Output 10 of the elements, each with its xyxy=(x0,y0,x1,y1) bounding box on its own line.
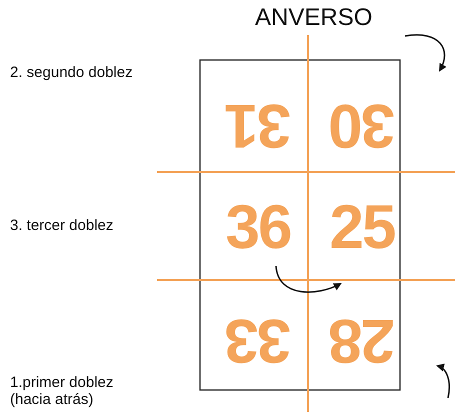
page-number: 31 xyxy=(226,94,290,156)
fold-label: 1.primer doblez (hacia atrás) xyxy=(10,374,114,408)
page-number: 36 xyxy=(226,197,290,259)
fold-label: 2. segundo doblez xyxy=(10,64,133,81)
page-number: 30 xyxy=(330,94,394,156)
fold-label: 3. tercer doblez xyxy=(10,217,114,234)
page-number: 25 xyxy=(330,197,394,259)
page-number: 28 xyxy=(330,309,394,371)
title: ANVERSO xyxy=(255,4,372,32)
page-number: 33 xyxy=(226,309,290,371)
